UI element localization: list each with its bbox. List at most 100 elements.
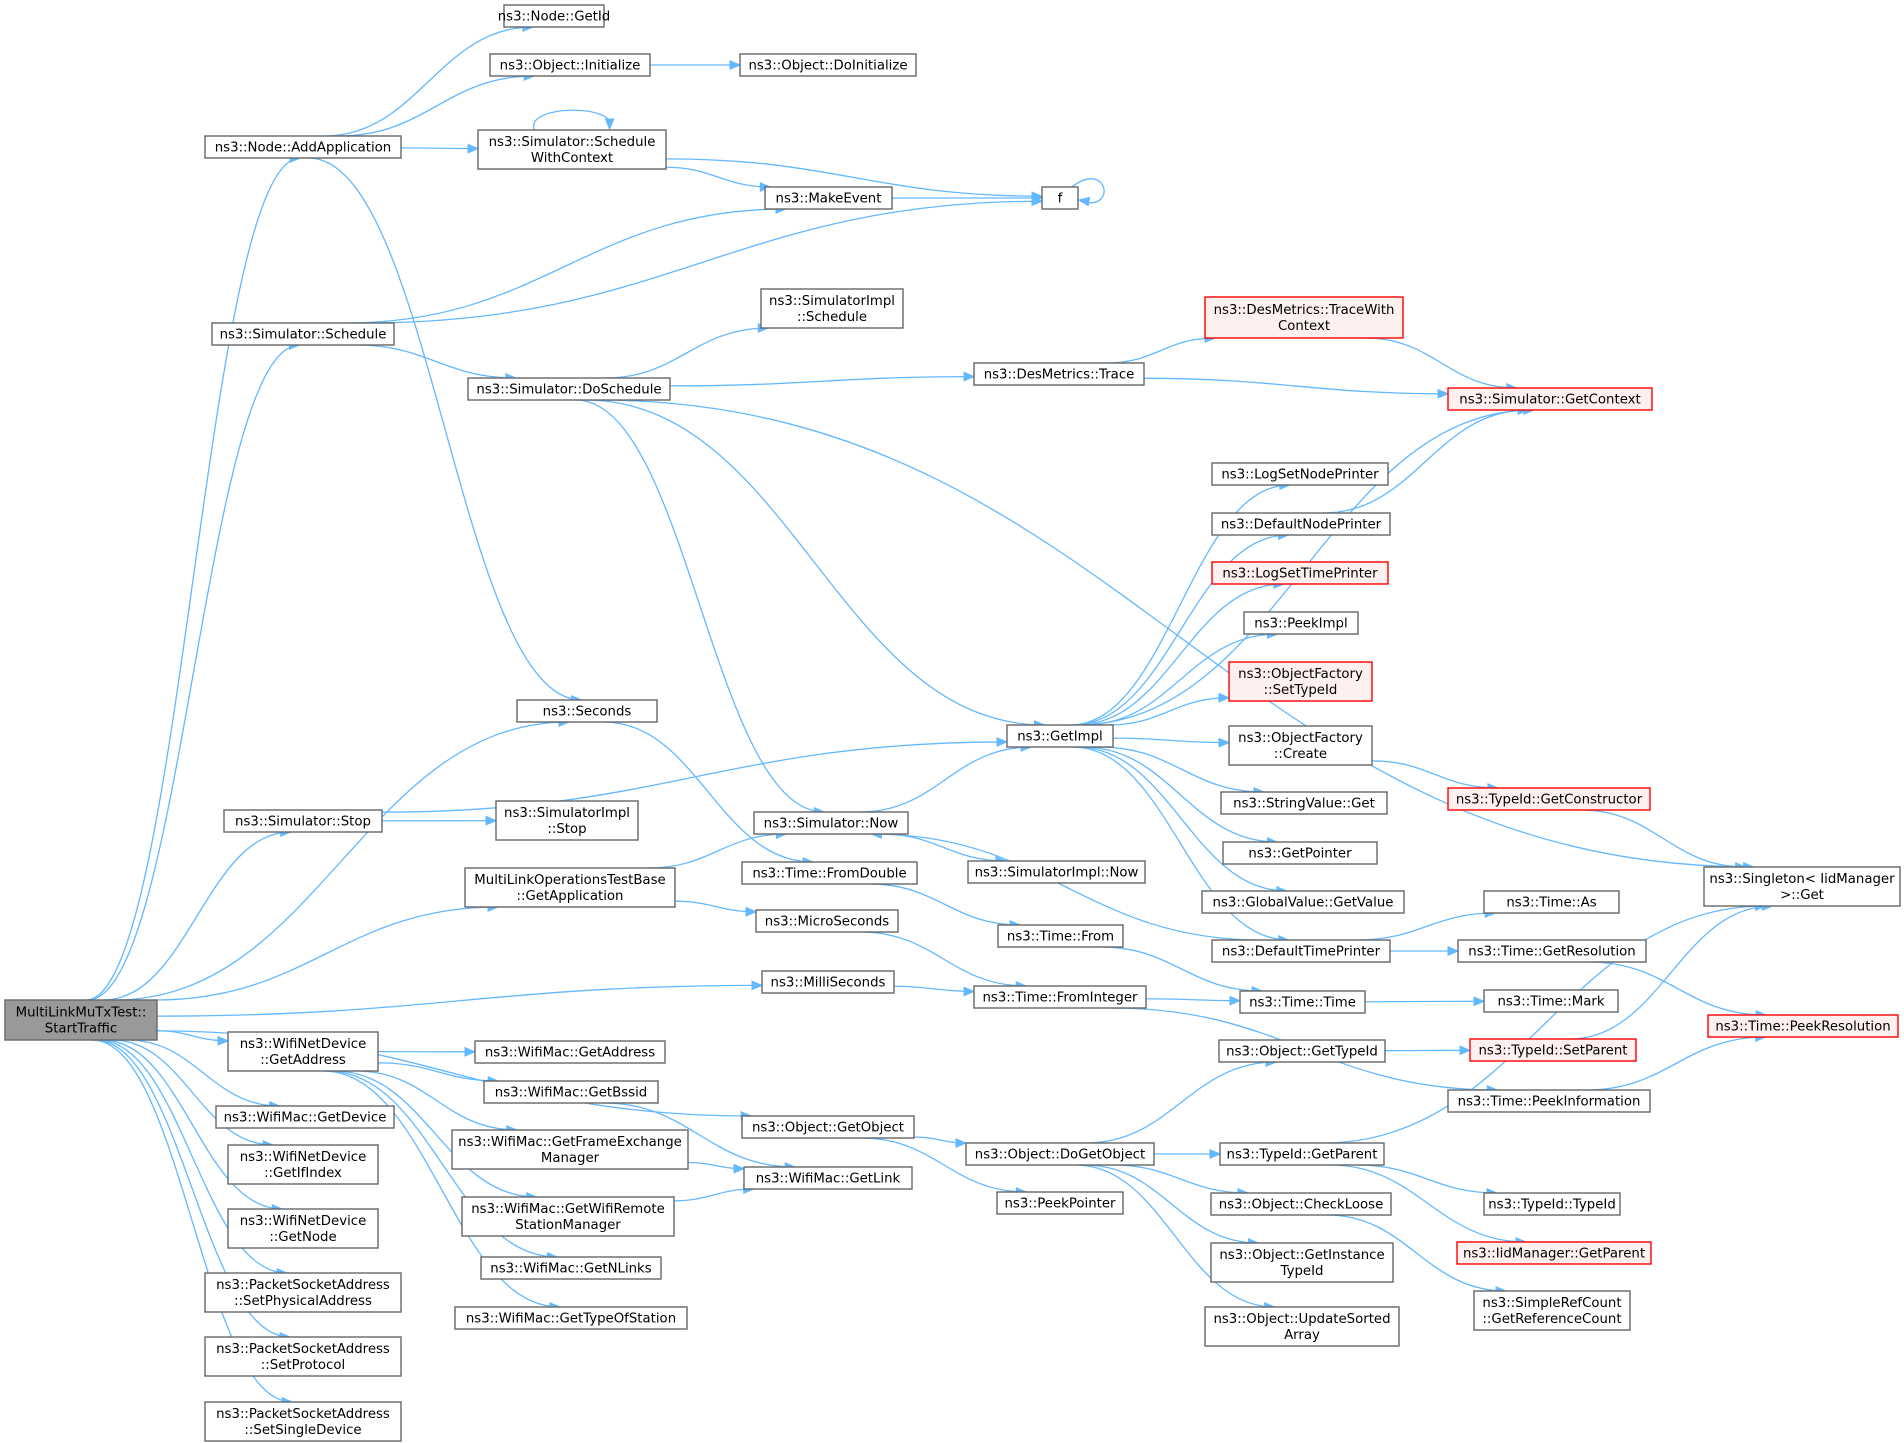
node-root[interactable]: MultiLinkMuTxTest::StartTraffic [4,999,158,1041]
node-box-peekImpl [1243,611,1359,635]
node-typeIdGetConstructor[interactable]: ns3::TypeId::GetConstructor [1447,787,1651,811]
node-objInitialize[interactable]: ns3::Object::Initialize [489,53,651,77]
node-timeFromInteger[interactable]: ns3::Time::FromInteger [973,985,1147,1009]
node-ofCreate[interactable]: ns3::ObjectFactory::Create [1228,725,1373,766]
node-singletonGet[interactable]: ns3::Singleton< IidManager >::Get [1703,866,1901,907]
node-box-timePeekInformation [1447,1089,1651,1113]
node-simNow[interactable]: ns3::Simulator::Now [753,811,909,835]
edge-root-to-milliSeconds [156,980,764,1017]
node-wmGetNLinks[interactable]: ns3::WifiMac::GetNLinks [480,1256,662,1280]
node-box-objDoGetObject [965,1142,1155,1166]
node-getImpl[interactable]: ns3::GetImpl [1006,724,1114,748]
node-stringValueGet[interactable]: ns3::StringValue::Get [1220,791,1388,815]
node-box-getId [503,4,605,28]
node-wmGetTypeOfStation[interactable]: ns3::WifiMac::GetTypeOfStation [454,1306,688,1330]
node-label-wmGetLink-0: ns3::WifiMac::GetLink [756,1172,901,1187]
node-box-singletonGet [1703,866,1901,907]
node-timeAs[interactable]: ns3::Time::As [1483,890,1620,914]
node-timeFrom[interactable]: ns3::Time::From [997,924,1124,948]
node-psaSetSingleDevice[interactable]: ns3::PacketSocketAddress::SetSingleDevic… [204,1401,402,1442]
node-simSchedule[interactable]: ns3::Simulator::Schedule [211,322,395,346]
node-peekImpl[interactable]: ns3::PeekImpl [1243,611,1359,635]
node-label-simStop-0: ns3::Simulator::Stop [235,815,371,830]
node-wmGetWRSM[interactable]: ns3::WifiMac::GetWifiRemoteStationManage… [461,1196,675,1237]
node-doInitialize[interactable]: ns3::Object::DoInitialize [739,53,917,77]
node-label-doSchedule-0: ns3::Simulator::DoSchedule [476,383,661,398]
node-objDoGetObject[interactable]: ns3::Object::DoGetObject [965,1142,1155,1166]
node-wmGetBssid[interactable]: ns3::WifiMac::GetBssid [483,1080,659,1104]
node-typeIdSetParent[interactable]: ns3::TypeId::SetParent [1469,1038,1637,1062]
node-simpleRefCount[interactable]: ns3::SimpleRefCount::GetReferenceCount [1473,1290,1631,1331]
node-objGetTypeId[interactable]: ns3::Object::GetTypeId [1218,1039,1386,1063]
node-label-makeEvent-0: ns3::MakeEvent [776,192,882,207]
node-doSchedule[interactable]: ns3::Simulator::DoSchedule [467,377,671,401]
node-logSetTimePrinter[interactable]: ns3::LogSetTimePrinter [1211,561,1389,585]
node-wmGetLink[interactable]: ns3::WifiMac::GetLink [743,1166,913,1190]
edge-scheduleWithContext-to-makeEvent [665,166,772,192]
node-timeFromDouble[interactable]: ns3::Time::FromDouble [741,861,918,885]
node-typeIdTypeId[interactable]: ns3::TypeId::TypeId [1483,1192,1621,1216]
node-wmGetDevice[interactable]: ns3::WifiMac::GetDevice [215,1105,395,1129]
edge-root-to-simStop [103,827,293,1001]
node-psaSetProtocol[interactable]: ns3::PacketSocketAddress::SetProtocol [204,1336,402,1377]
node-f[interactable]: f [1041,186,1079,210]
node-label-wmGetFEM-1: Manager [541,1151,600,1166]
node-wmGetAddress[interactable]: ns3::WifiMac::GetAddress [474,1040,666,1064]
node-simImplNow[interactable]: ns3::SimulatorImpl::Now [967,860,1146,884]
node-label-defaultNodePrinter-0: ns3::DefaultNodePrinter [1221,518,1382,533]
node-defaultTimePrinter[interactable]: ns3::DefaultTimePrinter [1211,939,1391,963]
node-microSeconds[interactable]: ns3::MicroSeconds [755,909,899,933]
node-simStop[interactable]: ns3::Simulator::Stop [223,809,383,833]
edge-objInitialize-to-doInitialize [650,60,742,70]
node-iidGetParent[interactable]: ns3::IidManager::GetParent [1456,1241,1652,1265]
node-getApplication[interactable]: MultiLinkOperationsTestBase::GetApplicat… [464,867,676,908]
edge-scheduleWithContext-to-scheduleWithContext [533,109,615,131]
node-milliSeconds[interactable]: ns3::MilliSeconds [761,970,895,994]
node-ofSetTypeId[interactable]: ns3::ObjectFactory::SetTypeId [1228,661,1373,702]
node-box-wmGetLink [743,1166,913,1190]
node-desTrace[interactable]: ns3::DesMetrics::Trace [973,362,1145,386]
node-makeEvent[interactable]: ns3::MakeEvent [764,186,893,210]
node-label-wmGetNLinks-0: ns3::WifiMac::GetNLinks [490,1262,651,1277]
node-timePeekResolution[interactable]: ns3::Time::PeekResolution [1707,1014,1899,1038]
node-wndGetAddress[interactable]: ns3::WifiNetDevice::GetAddress [227,1031,379,1072]
node-box-doInitialize [739,53,917,77]
node-label-timeFromInteger-0: ns3::Time::FromInteger [982,991,1138,1006]
node-getPointer[interactable]: ns3::GetPointer [1222,841,1378,865]
edge-root-to-getApplication [154,902,500,1001]
node-simImplSchedule[interactable]: ns3::SimulatorImpl::Schedule [760,288,904,329]
node-logSetNodePrinter[interactable]: ns3::LogSetNodePrinter [1211,462,1389,486]
node-label-simImplStop-1: ::Stop [547,822,586,837]
node-seconds[interactable]: ns3::Seconds [516,699,658,723]
node-box-makeEvent [764,186,893,210]
node-psaSetPhysicalAddress[interactable]: ns3::PacketSocketAddress::SetPhysicalAdd… [204,1272,402,1313]
node-typeIdGetParent[interactable]: ns3::TypeId::GetParent [1219,1142,1385,1166]
node-box-seconds [516,699,658,723]
node-defaultNodePrinter[interactable]: ns3::DefaultNodePrinter [1211,512,1391,536]
node-label-objGetInstanceTypeId-0: ns3::Object::GetInstance [1219,1248,1384,1263]
node-box-timeTime [1239,990,1366,1014]
node-label-wndGetIfIndex-1: ::GetIfIndex [264,1166,342,1181]
node-timeTime[interactable]: ns3::Time::Time [1239,990,1366,1014]
node-peekPointer[interactable]: ns3::PeekPointer [996,1191,1124,1215]
node-objGetObject[interactable]: ns3::Object::GetObject [741,1115,915,1139]
node-wndGetNode[interactable]: ns3::WifiNetDevice::GetNode [227,1208,379,1249]
node-addApplication[interactable]: ns3::Node::AddApplication [204,135,402,159]
node-timeGetResolution[interactable]: ns3::Time::GetResolution [1457,939,1647,963]
node-getId[interactable]: ns3::Node::GetId [498,4,611,28]
node-getContext[interactable]: ns3::Simulator::GetContext [1447,387,1653,411]
node-label-singletonGet-1: >::Get [1780,888,1824,903]
node-timePeekInformation[interactable]: ns3::Time::PeekInformation [1447,1089,1651,1113]
edge-doSchedule-to-desTrace [669,371,976,387]
node-label-timeAs-0: ns3::Time::As [1506,896,1596,911]
node-objCheckLoose[interactable]: ns3::Object::CheckLoose [1210,1192,1392,1216]
node-wndGetIfIndex[interactable]: ns3::WifiNetDevice::GetIfIndex [227,1144,379,1185]
node-timeMark[interactable]: ns3::Time::Mark [1483,989,1619,1013]
node-simImplStop[interactable]: ns3::SimulatorImpl::Stop [495,800,639,841]
node-globalValueGetValue[interactable]: ns3::GlobalValue::GetValue [1201,890,1405,914]
